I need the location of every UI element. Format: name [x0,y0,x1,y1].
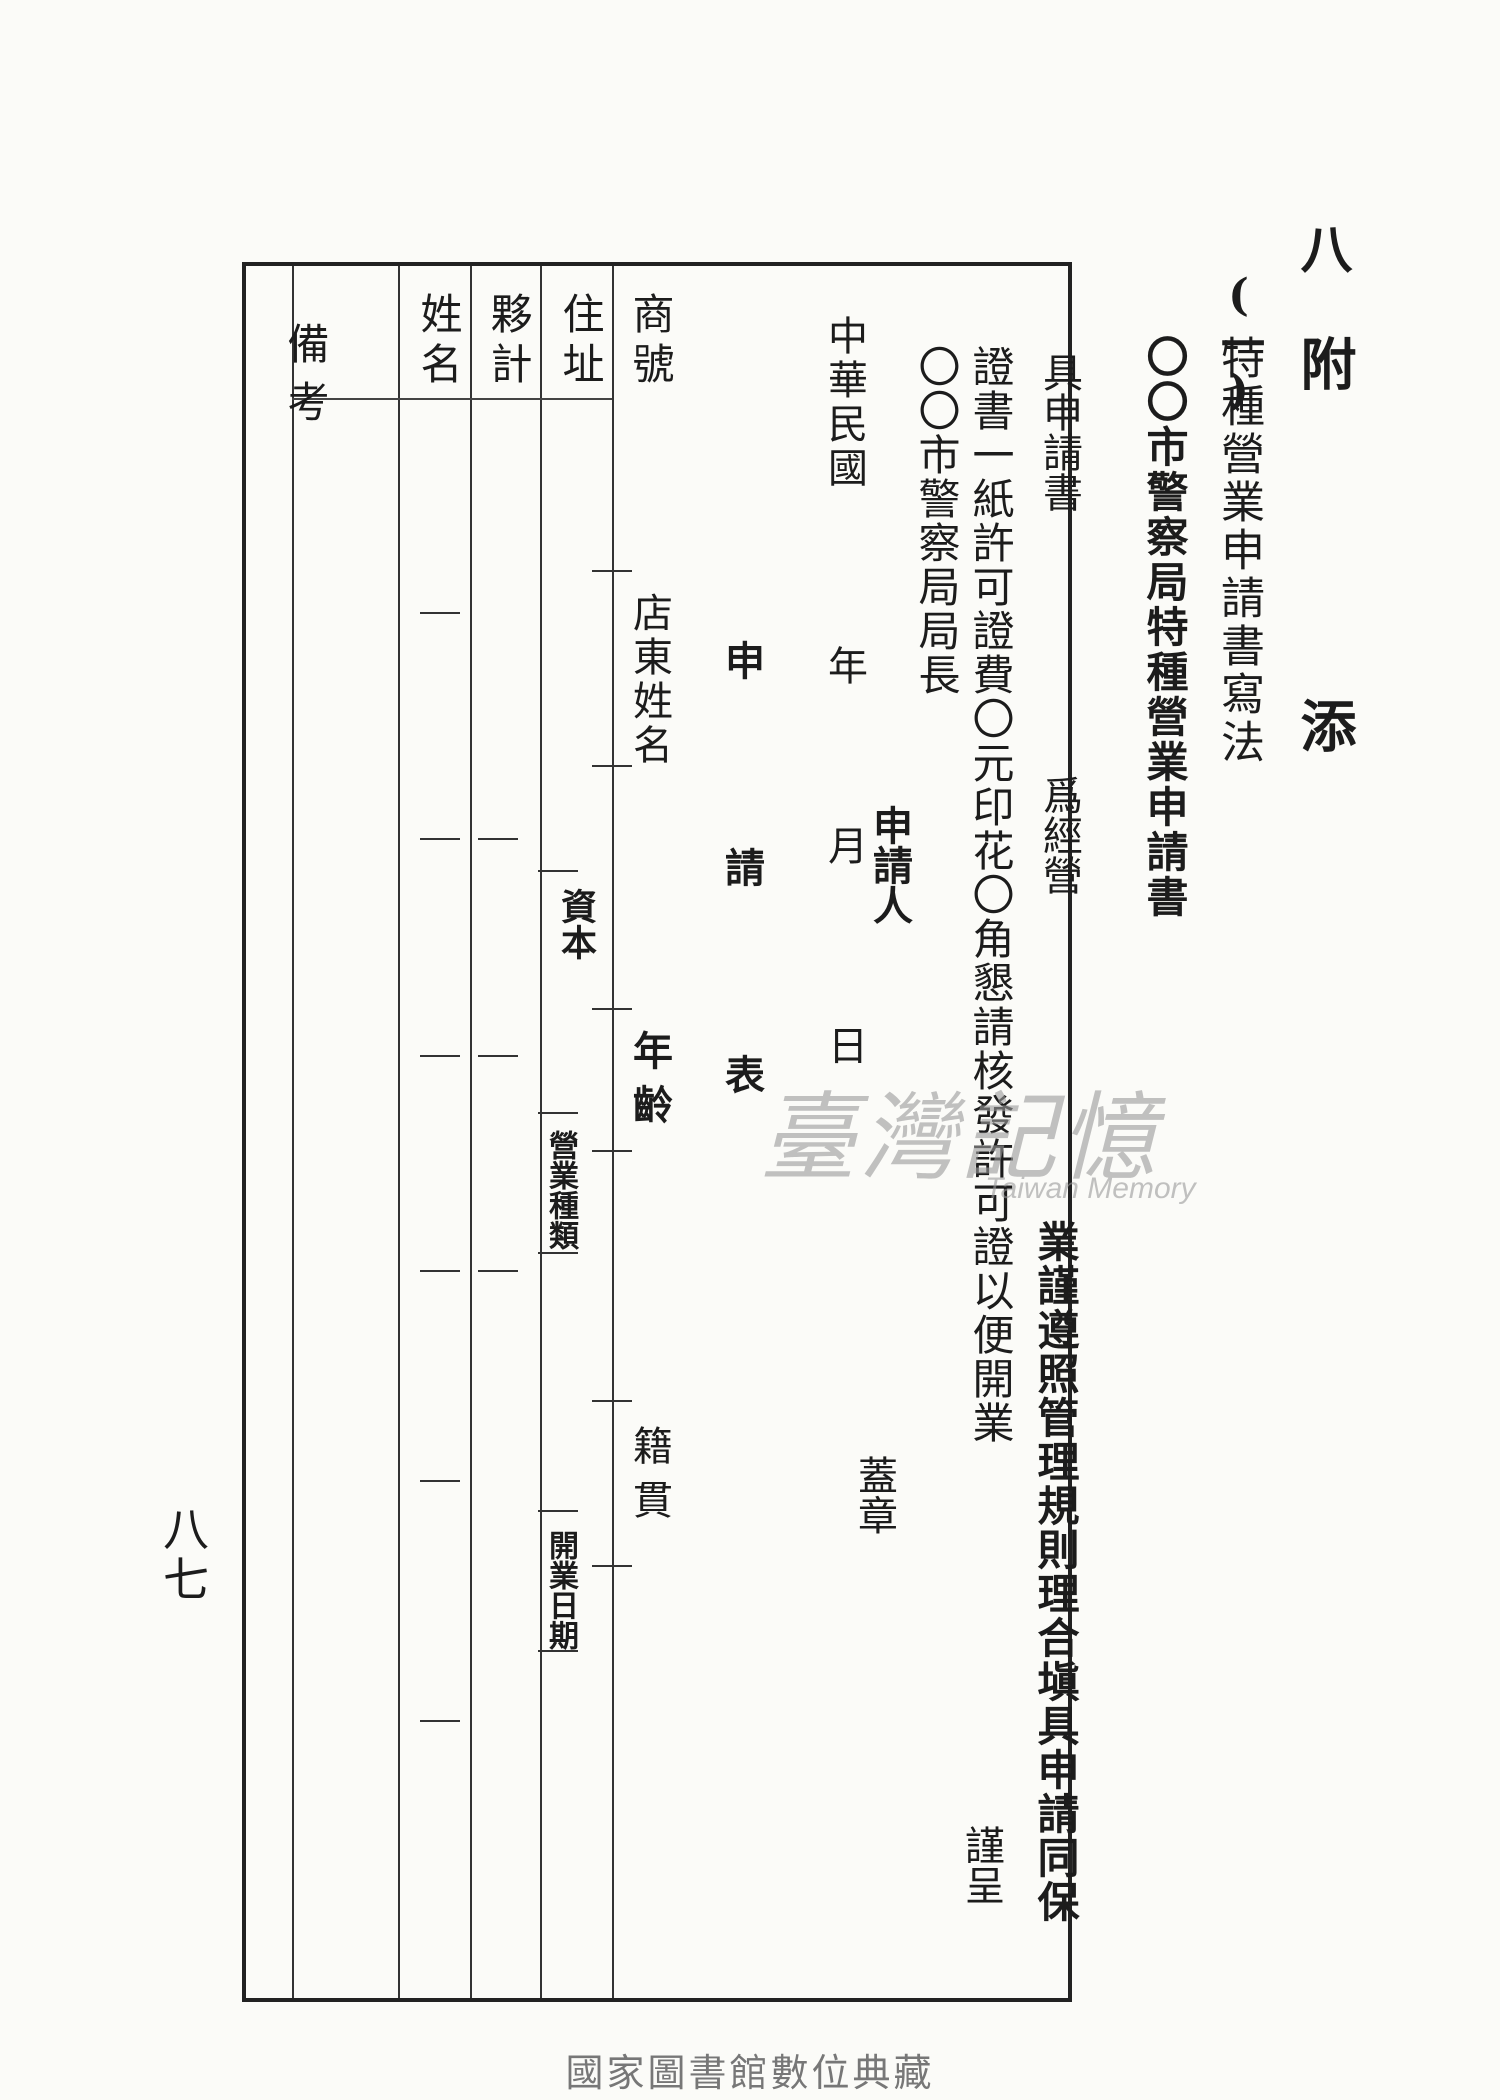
row-rule [420,1480,460,1482]
section-title: 特種營業申請書寫法 [1213,335,1264,767]
row-rule [420,838,460,840]
date-day: 日 [821,1025,867,1065]
letter-col2: 證書一紙許可證費〇元印花〇角懇請核發許可證以便開業 [966,345,1015,1445]
footer-credit: 國家圖書館數位典藏 [565,2051,935,2095]
applicant-label: 申請人 [866,805,913,925]
chapter-number: 八 [1291,222,1352,274]
row-rule [420,1270,460,1272]
table-divider [398,266,400,1998]
field-rule [538,1252,578,1254]
letter-heading: 〇〇市警察局特種營業申請書 [1140,335,1189,920]
page-number: 八七 [156,1505,210,1605]
field-rule [592,1565,632,1567]
field-rule [592,1400,632,1402]
partners-header: 夥計 [484,292,533,392]
owner-name-label: 店東姓名 [626,592,672,768]
opening-date-label: 開業日期 [543,1530,578,1650]
field-rule [538,870,578,872]
address-header: 住址 [556,292,605,392]
field-rule [538,1112,578,1114]
business-type-label: 營業種類 [543,1130,578,1250]
form-frame [242,262,1072,2002]
row-rule [420,612,460,614]
row-rule [420,1055,460,1057]
age-label: 年齡 [626,1030,673,1138]
letter-col1-top: 爲經營 [1036,775,1082,895]
letter-col2-top: 具申請書 [1036,352,1082,512]
date-month: 月 [821,825,867,865]
letter-closing: 謹呈 [958,1825,1004,1905]
field-rule [538,1650,578,1652]
section-marker: (一) [1213,270,1264,416]
remarks-header: 備考 [281,322,330,438]
native-place-label: 籍貫 [626,1425,672,1533]
date-year: 年 [821,645,867,685]
field-rule [538,1510,578,1512]
row-rule [420,1720,460,1722]
appendix-title: 附 添 [1291,335,1357,873]
table-divider [292,266,294,1998]
form-title: 申 請 表 [718,640,765,1154]
seal-label: 蓋章 [851,1455,897,1535]
row-rule [478,1055,518,1057]
row-rule [478,838,518,840]
watermark-english: Taiwan Memory [985,1172,1196,1205]
field-rule [592,570,632,572]
name-header: 姓名 [414,292,463,392]
letter-col1: 業謹遵照管理規則理合塡具申請同保 [1031,1220,1080,1924]
letter-col3: 〇〇市警察局局長 [912,345,961,697]
field-rule [592,765,632,767]
table-divider [470,266,472,1998]
watermark-chinese: 臺灣記憶 [760,1082,1160,1194]
watermark: 臺灣記憶 Taiwan Memory [760,1060,1200,1230]
shop-name-header: 商號 [626,292,675,392]
table-divider [612,266,614,1998]
field-rule [592,1150,632,1152]
date-label: 中華民國 [821,315,867,491]
header-rule [292,398,612,400]
field-rule [592,1008,632,1010]
row-rule [478,1270,518,1272]
table-divider [540,266,542,1998]
capital-label: 資本 [555,888,597,960]
